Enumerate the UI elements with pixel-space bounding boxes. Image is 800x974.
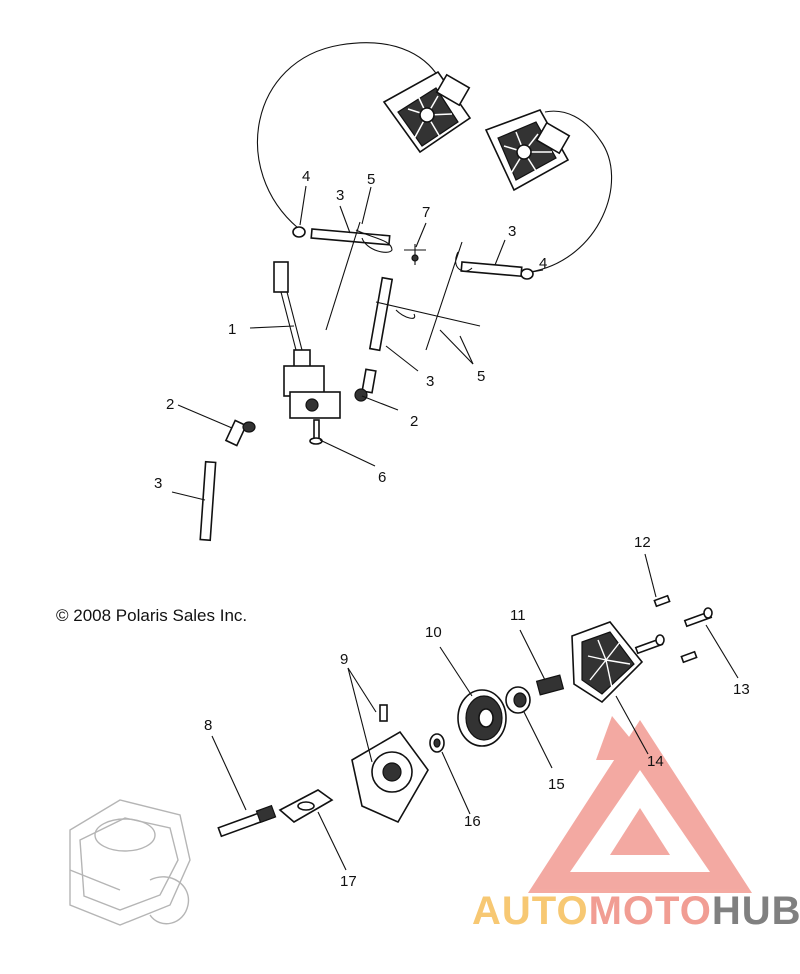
callout-2-left: 2 (166, 396, 174, 413)
callout-3-upper-left: 3 (336, 187, 344, 204)
clip-left (292, 226, 306, 238)
callout-3-upper-right: 3 (508, 223, 516, 240)
callout-3-center: 3 (426, 373, 434, 390)
watermark-logo-icon (528, 716, 752, 893)
callout-9: 9 (340, 651, 348, 668)
callout-6: 6 (378, 469, 386, 486)
spring-cup-icon (505, 686, 531, 714)
seal-ring-inner (433, 738, 441, 748)
callout-5-lower: 5 (477, 368, 485, 385)
tie-strap-right (425, 241, 473, 351)
elbow-fitting-left-icon (224, 419, 256, 447)
spring-icon (535, 674, 565, 696)
t-fitting-icon (404, 244, 426, 265)
watermark-auto: AUTO (472, 889, 589, 933)
callout-8: 8 (204, 717, 212, 734)
cover-screw-c-icon (680, 650, 698, 664)
cover-screw-b-icon (683, 607, 713, 628)
callout-5-upper: 5 (367, 171, 375, 188)
pump-top-left-icon (382, 70, 472, 154)
callout-3-lower-left: 3 (154, 475, 162, 492)
engine-cylinder-outline (69, 799, 191, 926)
callout-14: 14 (647, 753, 664, 770)
callout-12: 12 (634, 534, 651, 551)
pump-housing-icon (351, 704, 429, 824)
copyright-text: © 2008 Polaris Sales Inc. (56, 606, 247, 625)
loop-wire (256, 42, 441, 229)
drive-pin-icon (217, 804, 277, 838)
callout-7: 7 (422, 204, 430, 221)
watermark-moto: MOTO (589, 889, 712, 933)
watermark-text: AUTOMOTOHUB (472, 889, 800, 933)
hose-center (368, 276, 394, 352)
callout-4-right: 4 (539, 255, 547, 272)
watermark-hub: HUB (712, 889, 800, 933)
diaphragm-icon (457, 689, 507, 747)
tie-strap-center (375, 301, 481, 327)
callout-16: 16 (464, 813, 481, 830)
clip-right (520, 268, 534, 280)
leader-lines (171, 185, 739, 871)
fuel-pump-icon (273, 261, 341, 419)
callout-13: 13 (733, 681, 750, 698)
callout-2-right: 2 (410, 413, 418, 430)
pump-cover-icon (571, 621, 644, 704)
hose-upper-left (310, 228, 391, 246)
callout-10: 10 (425, 624, 442, 641)
callout-labels: 1 2 2 3 3 3 3 4 4 5 5 6 7 8 9 10 11 12 1… (154, 168, 750, 890)
loop-wire-right (529, 110, 613, 273)
hose-upper-right (460, 261, 523, 278)
callout-11: 11 (510, 607, 526, 624)
callout-15: 15 (548, 776, 565, 793)
tie-strap-left (325, 221, 393, 331)
callout-17: 17 (340, 873, 357, 890)
elbow-fitting-right-icon (354, 368, 377, 402)
gasket-icon (278, 789, 334, 823)
hose-lower-left (199, 460, 217, 542)
callout-1: 1 (228, 321, 236, 338)
callout-4-left: 4 (302, 168, 310, 185)
cover-screw-a-icon (634, 634, 665, 655)
pump-top-right-icon (484, 109, 571, 192)
cover-screw-top-icon (653, 594, 671, 608)
screw-icon (309, 419, 323, 445)
